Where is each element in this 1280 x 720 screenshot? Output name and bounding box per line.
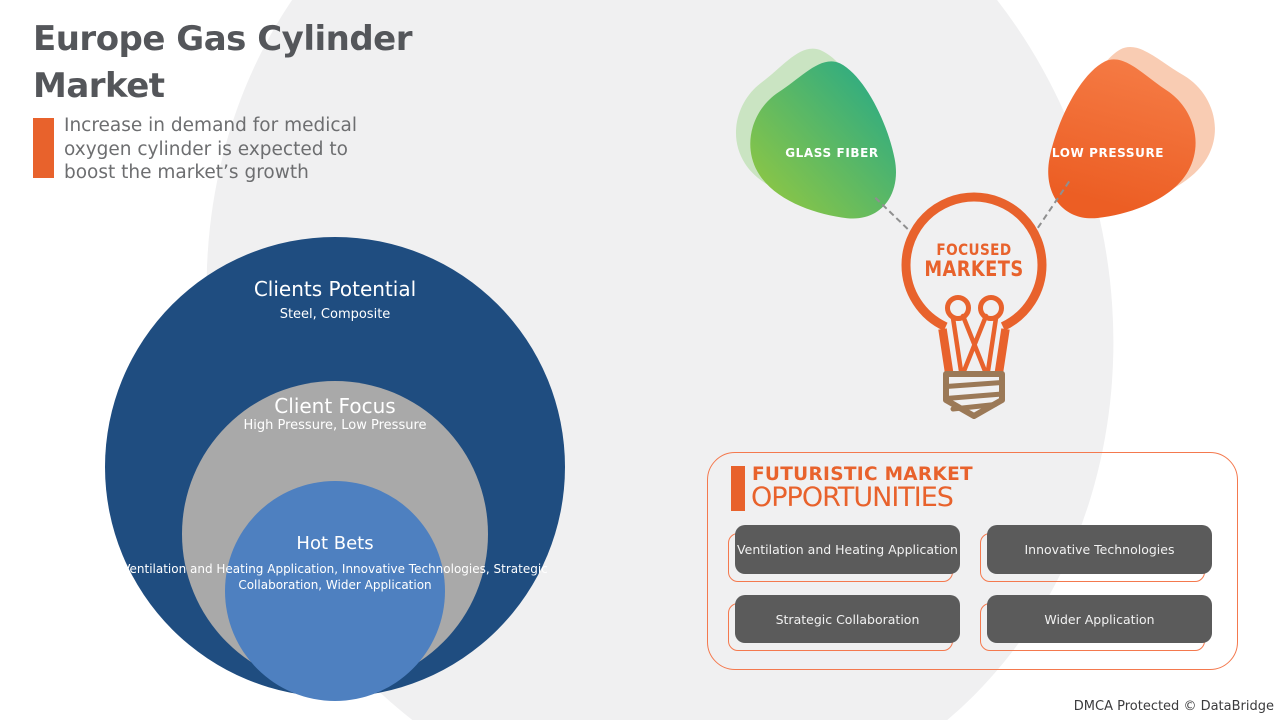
opportunity-card-innovative: Innovative Technologies xyxy=(980,525,1212,582)
subtitle: Increase in demand for medical oxygen cy… xyxy=(64,115,358,183)
client-focus-detail: High Pressure, Low Pressure xyxy=(243,418,427,433)
opportunity-card-label: Strategic Collaboration xyxy=(735,595,960,643)
opportunity-card-wider: Wider Application xyxy=(980,595,1212,651)
panel-accent-bar xyxy=(731,466,745,511)
lightbulb-icon xyxy=(901,192,1047,419)
focused-markets-line2: MARKETS xyxy=(924,257,1024,281)
focused-markets-line1: FOCUSED xyxy=(936,240,1012,259)
bulb-screw-base xyxy=(943,371,1005,419)
tag-glass-fiber: GLASS FIBER xyxy=(785,146,879,160)
opportunity-card-label: Ventilation and Heating Application xyxy=(735,525,960,574)
circle-hot-bets xyxy=(225,481,445,701)
page-title: Europe Gas Cylinder Market xyxy=(33,19,413,106)
opportunity-card-strategic: Strategic Collaboration xyxy=(728,595,960,651)
low-pressure-shape xyxy=(1048,47,1215,219)
opportunity-card-ventilation: Ventilation and Heating Application xyxy=(728,525,960,582)
subtitle-accent-bar xyxy=(33,118,54,178)
panel-heading-line2: OPPORTUNITIES xyxy=(751,482,954,513)
client-focus-title: Client Focus xyxy=(274,394,396,418)
clients-potential-title: Clients Potential xyxy=(253,277,417,301)
opportunity-card-label: Wider Application xyxy=(987,595,1212,643)
clients-potential-detail: Steel, Composite xyxy=(279,307,391,322)
opportunity-card-label: Innovative Technologies xyxy=(987,525,1212,574)
futuristic-opportunities-panel: FUTURISTIC MARKET OPPORTUNITIES Ventilat… xyxy=(707,452,1238,670)
hot-bets-detail: Ventilation and Heating Application, Inn… xyxy=(122,562,548,592)
tag-low-pressure: LOW PRESSURE xyxy=(1051,146,1165,160)
dmca-copyright: DMCA Protected © DataBridge xyxy=(1073,699,1274,714)
hot-bets-title: Hot Bets xyxy=(296,533,374,554)
glass-fiber-shape xyxy=(736,48,896,219)
panel-heading-line1: FUTURISTIC MARKET xyxy=(752,464,973,485)
